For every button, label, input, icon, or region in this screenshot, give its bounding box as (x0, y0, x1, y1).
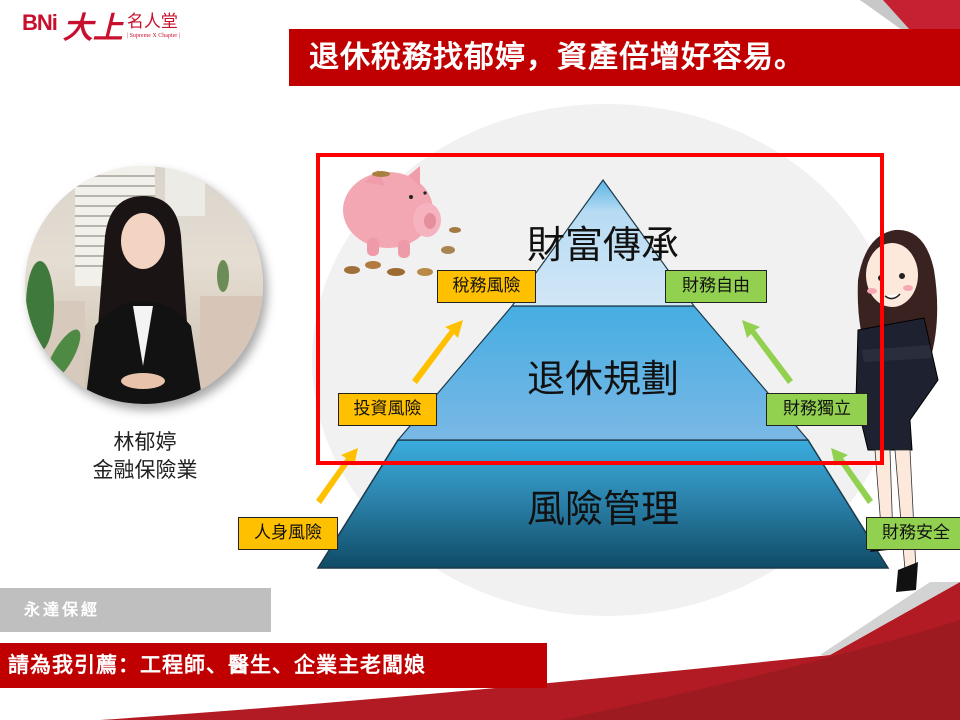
highlight-frame (316, 153, 884, 465)
company-label: 永達保經 (0, 588, 271, 632)
tag-personal-risk: 人身風險 (238, 517, 338, 550)
piggy-bank-icon (343, 166, 461, 276)
tier-label-wealth-inheritance: 財富傳承 (526, 223, 679, 267)
bni-logo: BNi 大上 名人堂 | Supreme X Chapter | (22, 6, 180, 46)
tag-financial-security: 財務安全 (866, 517, 960, 550)
logo-calligraphy: 大上 (62, 11, 123, 46)
referral-request: 請為我引薦：工程師、醫生、企業主老闆娘 (0, 643, 547, 688)
corner-decoration-top (860, 0, 960, 30)
profile-caption: 林郁婷 金融保險業 (55, 428, 235, 484)
logo-bni-text: BNi (22, 10, 58, 35)
pyramid-tier-top (510, 178, 696, 307)
tag-investment-risk: 投資風險 (338, 393, 437, 426)
tier-label-retirement-planning: 退休規劃 (526, 357, 679, 401)
tier-label-risk-management: 風險管理 (526, 487, 679, 531)
logo-chapter-subtitle: | Supreme X Chapter | (126, 33, 180, 39)
logo-chapter-name: 名人堂 (126, 12, 178, 32)
tag-financial-freedom: 財務自由 (665, 270, 767, 303)
person-name: 林郁婷 (113, 430, 177, 454)
person-industry: 金融保險業 (92, 458, 198, 482)
page-title: 退休稅務找郁婷，資產倍增好容易。 (289, 29, 960, 86)
bottom-wave-decoration (100, 582, 960, 720)
tag-tax-risk: 稅務風險 (437, 270, 536, 303)
tag-financial-independence: 財務獨立 (766, 393, 868, 426)
